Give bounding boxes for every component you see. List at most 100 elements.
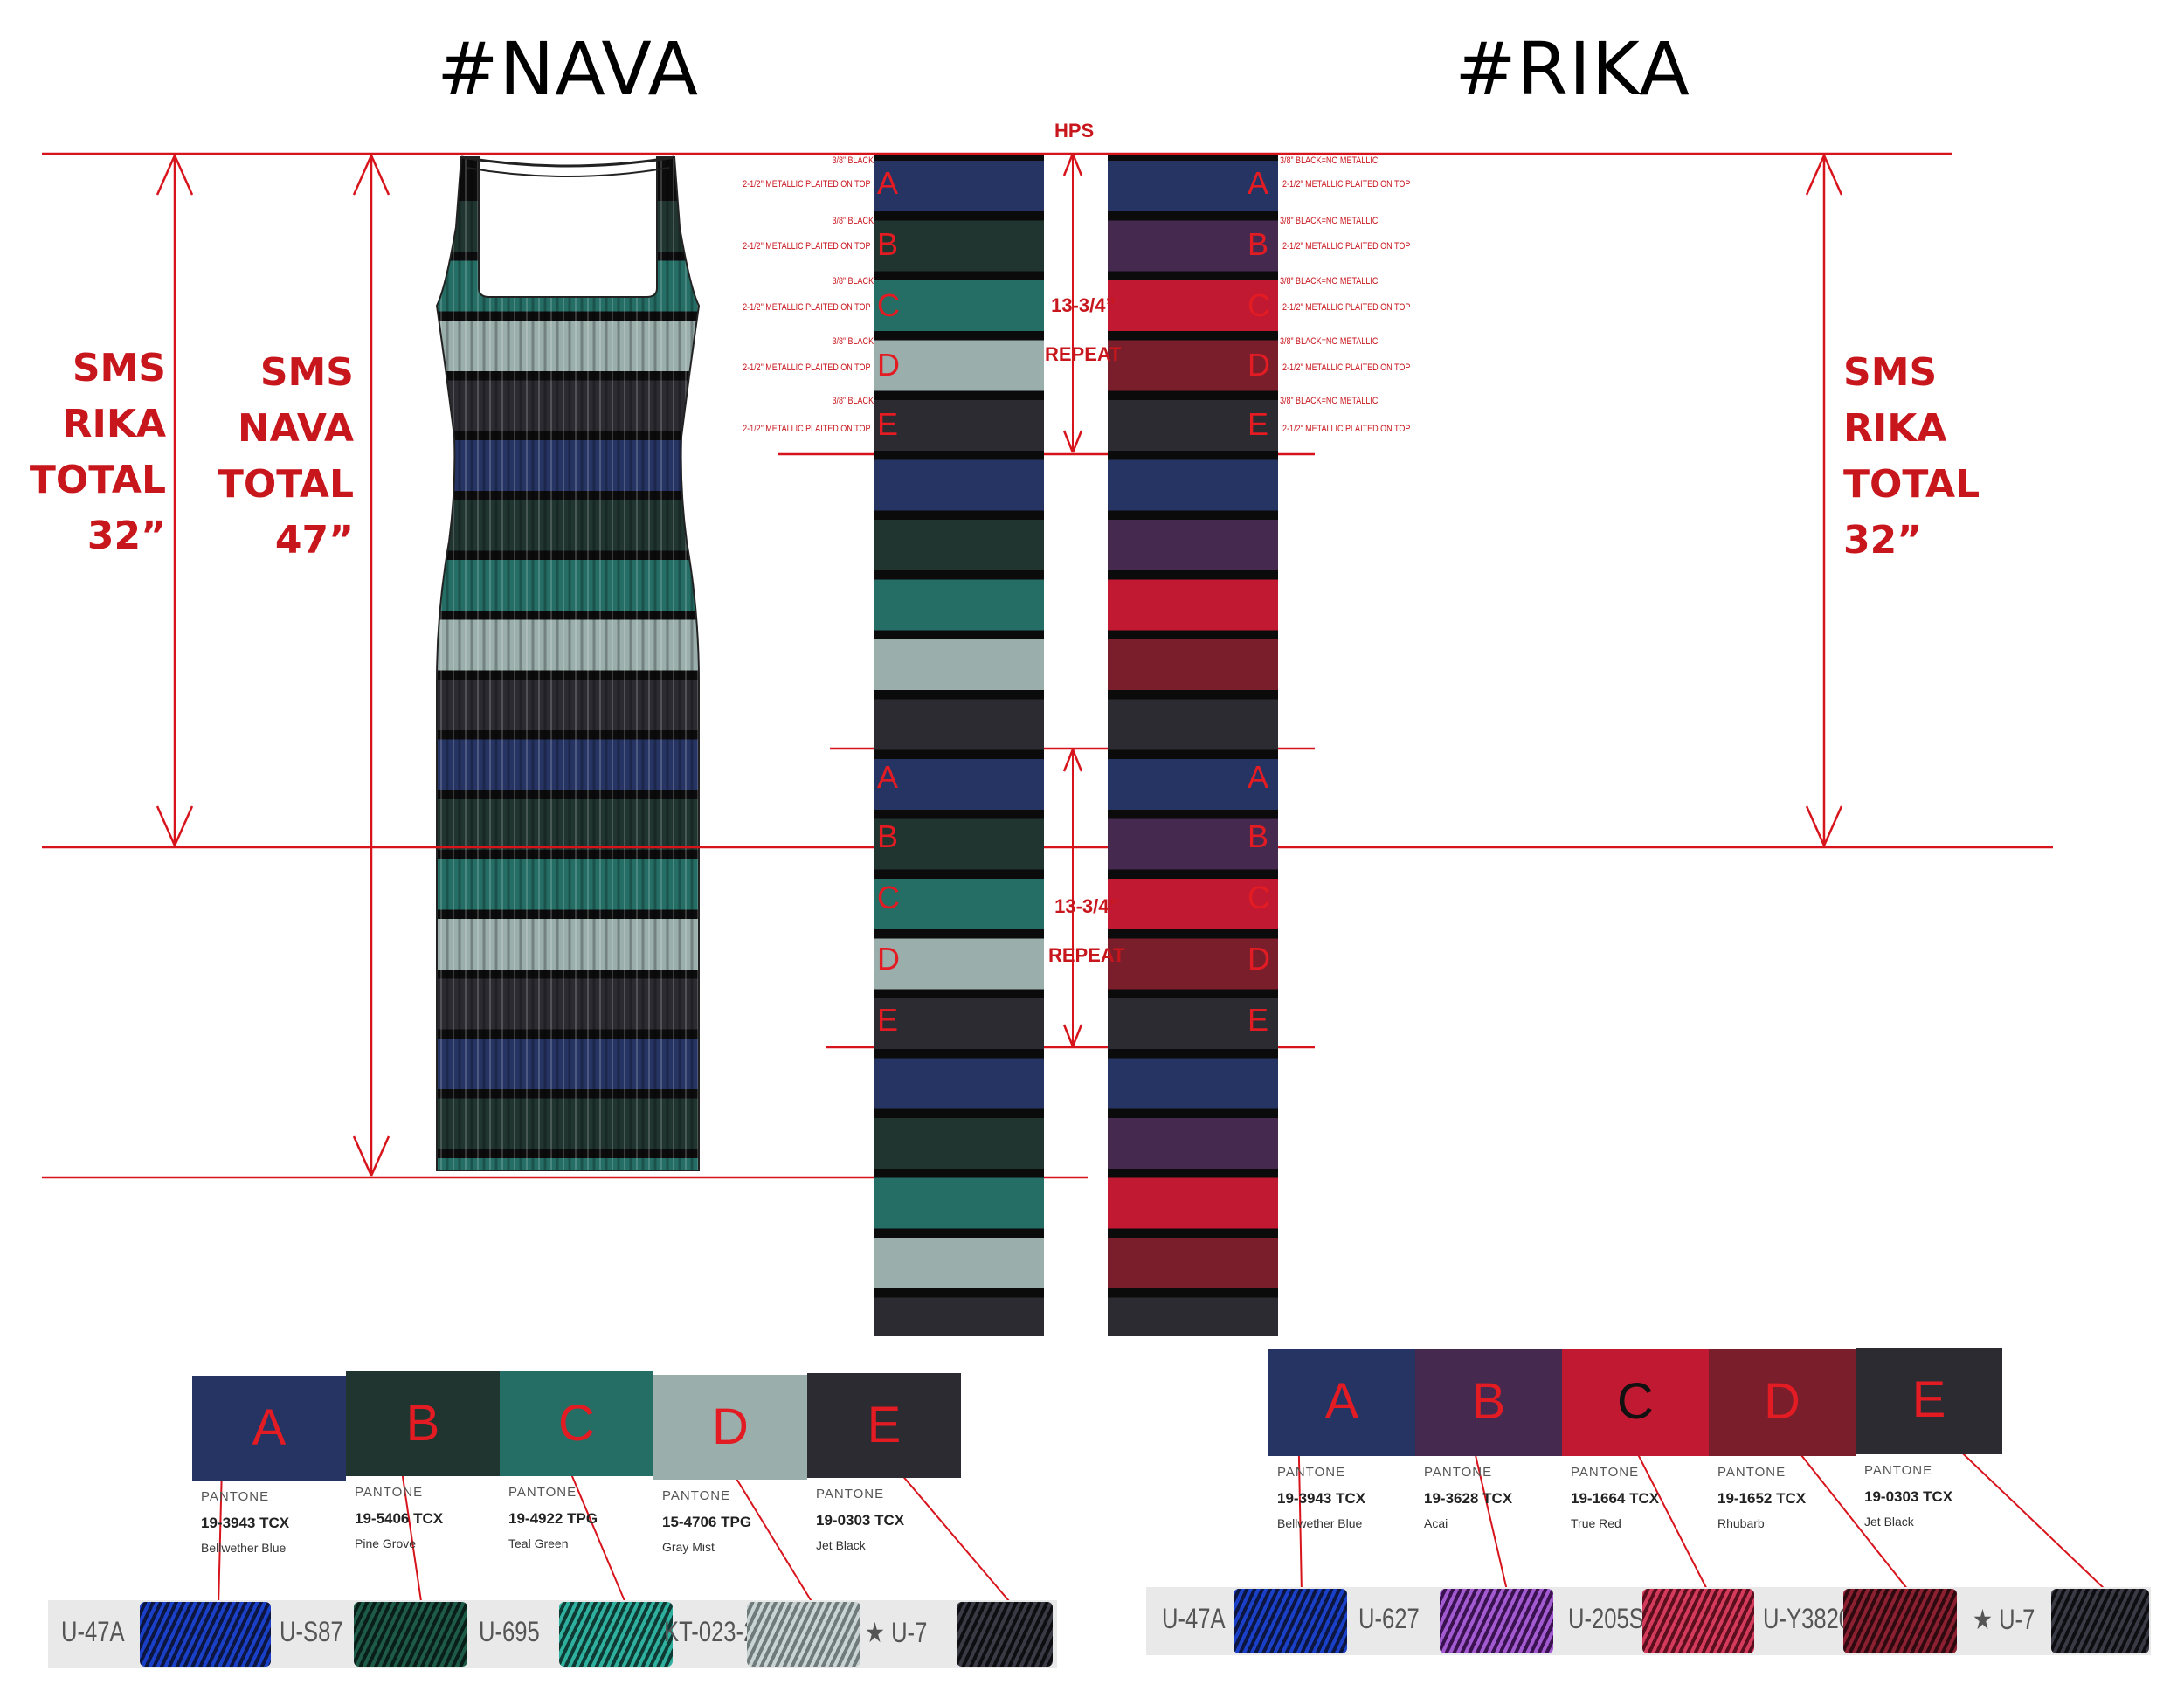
stripe-band bbox=[1108, 699, 1278, 750]
rika-thread-spool bbox=[1642, 1589, 1754, 1653]
dress-neckline bbox=[479, 162, 657, 297]
rika-metallic-note: 2-1/2” METALLIC PLAITED ON TOP bbox=[1282, 179, 1411, 190]
pantone-brand: PANTONE bbox=[201, 1489, 270, 1504]
stripe-band bbox=[874, 998, 1044, 1049]
nava-swatch: C bbox=[500, 1371, 653, 1476]
nava-stripe-letter: D bbox=[877, 941, 900, 977]
nava-metallic-note: 2-1/2” METALLIC PLAITED ON TOP bbox=[742, 179, 870, 190]
rika-metallic-note: 2-1/2” METALLIC PLAITED ON TOP bbox=[1282, 424, 1411, 434]
swatch-letter: B bbox=[1471, 1373, 1506, 1430]
rika-thread-code: ★ U-7 bbox=[1973, 1604, 2035, 1635]
swatch-letter: D bbox=[1764, 1373, 1800, 1430]
nava-thread-code: U-695 bbox=[479, 1616, 540, 1647]
rika-black-note: 3/8” BLACK=NO METALLIC bbox=[1280, 155, 1379, 166]
arrow-head bbox=[1071, 430, 1083, 453]
swatch-letter: C bbox=[558, 1395, 595, 1452]
arrow-head bbox=[1071, 153, 1083, 176]
nava-black-note: 3/8” BLACK bbox=[832, 396, 874, 406]
nava-thread-code: KT-023-2 bbox=[664, 1616, 757, 1647]
measure-text: 47” bbox=[274, 518, 354, 563]
nava-thread-spool bbox=[747, 1602, 860, 1667]
swatch-letter: B bbox=[405, 1395, 440, 1452]
rika-stripe-letter: A bbox=[1248, 759, 1269, 795]
arrow-head bbox=[1805, 155, 1826, 196]
nava-black-note: 3/8” BLACK bbox=[832, 336, 874, 347]
swatch-letter: D bbox=[712, 1398, 749, 1455]
rika-thread-spool bbox=[1234, 1589, 1347, 1653]
measure-text: TOTAL bbox=[29, 458, 166, 502]
arrow-head bbox=[1062, 749, 1075, 772]
rika-black-note: 3/8” BLACK=NO METALLIC bbox=[1280, 336, 1379, 347]
stripe-band bbox=[874, 280, 1044, 331]
rika-metallic-note: 2-1/2” METALLIC PLAITED ON TOP bbox=[1282, 362, 1411, 373]
nava-swatch: A bbox=[192, 1376, 346, 1481]
pantone-brand: PANTONE bbox=[1277, 1465, 1346, 1480]
stripe-band bbox=[874, 400, 1044, 451]
hps-label: HPS bbox=[1054, 120, 1095, 142]
repeat-label-top: 13-3/4” REPEAT bbox=[1045, 281, 1122, 379]
measure-left-nava: SMS NAVA TOTAL 47” bbox=[214, 345, 354, 569]
measure-text: SMS bbox=[72, 346, 166, 390]
swatch-letter: E bbox=[1911, 1371, 1946, 1428]
nava-metallic-note: 2-1/2” METALLIC PLAITED ON TOP bbox=[742, 302, 870, 313]
rika-black-note: 3/8” BLACK=NO METALLIC bbox=[1280, 216, 1379, 226]
stripe-columns bbox=[874, 155, 1278, 1336]
arrow-head bbox=[173, 155, 194, 196]
nava-black-note: 3/8” BLACK bbox=[832, 155, 874, 166]
nava-swatch: E bbox=[807, 1373, 961, 1478]
nava-thread-code: ★ U-7 bbox=[865, 1617, 928, 1648]
stripe-band bbox=[874, 759, 1044, 810]
pantone-brand: PANTONE bbox=[816, 1487, 885, 1501]
measure-text: 32” bbox=[86, 514, 166, 558]
arrow-head bbox=[1071, 749, 1083, 772]
pantone-color-name: Rhubarb bbox=[1717, 1516, 1765, 1530]
arrow-head bbox=[352, 1135, 373, 1177]
repeat-size: 13-3/4” bbox=[1054, 895, 1119, 917]
rika-swatch: C bbox=[1562, 1349, 1709, 1456]
stripe-band bbox=[874, 1297, 1044, 1336]
measure-text: RIKA bbox=[62, 402, 166, 446]
pantone-brand: PANTONE bbox=[662, 1488, 731, 1503]
pantone-brand: PANTONE bbox=[1717, 1465, 1787, 1480]
stripe-band bbox=[874, 340, 1044, 391]
pantone-color-name: Bellwether Blue bbox=[1277, 1516, 1363, 1530]
pantone-brand: PANTONE bbox=[355, 1485, 424, 1500]
pantone-color-name: True Red bbox=[1571, 1516, 1621, 1530]
stripe-band bbox=[874, 161, 1044, 211]
measure-text: SMS bbox=[259, 350, 354, 395]
arrow-head bbox=[370, 1135, 390, 1177]
dress-rib-texture bbox=[437, 157, 699, 1170]
dress-outline bbox=[435, 156, 701, 1171]
stripe-band bbox=[1108, 938, 1278, 990]
measure-text: 32” bbox=[1843, 518, 1923, 563]
pantone-brand: PANTONE bbox=[1571, 1465, 1640, 1480]
arrow-head bbox=[370, 155, 390, 196]
stripe-band bbox=[874, 639, 1044, 690]
nava-metallic-note: 2-1/2” METALLIC PLAITED ON TOP bbox=[742, 362, 870, 373]
stripe-band bbox=[1108, 400, 1278, 451]
nava-dress-sketch bbox=[435, 155, 701, 1171]
pantone-brand: PANTONE bbox=[1424, 1465, 1493, 1480]
pantone-code: 19-3943 TCX bbox=[201, 1515, 290, 1531]
measure-text: RIKA bbox=[1843, 406, 1947, 451]
stripe-band bbox=[1108, 1238, 1278, 1288]
stripe-band bbox=[1108, 639, 1278, 690]
nava-metallic-note: 2-1/2” METALLIC PLAITED ON TOP bbox=[742, 424, 870, 434]
nava-stripe-letter: D bbox=[877, 347, 900, 383]
rika-thread-code: U-47A bbox=[1162, 1603, 1226, 1634]
rika-stripe-letter: B bbox=[1248, 818, 1269, 854]
rika-thread-code: U-627 bbox=[1358, 1603, 1420, 1634]
stripe-band bbox=[1108, 1118, 1278, 1169]
pantone-color-name: Gray Mist bbox=[662, 1540, 715, 1554]
nava-thread-spool bbox=[354, 1602, 467, 1667]
stripe-band bbox=[874, 579, 1044, 631]
stripe-band bbox=[1108, 579, 1278, 631]
arrow-head bbox=[156, 805, 176, 846]
nava-swatch: D bbox=[653, 1375, 807, 1480]
